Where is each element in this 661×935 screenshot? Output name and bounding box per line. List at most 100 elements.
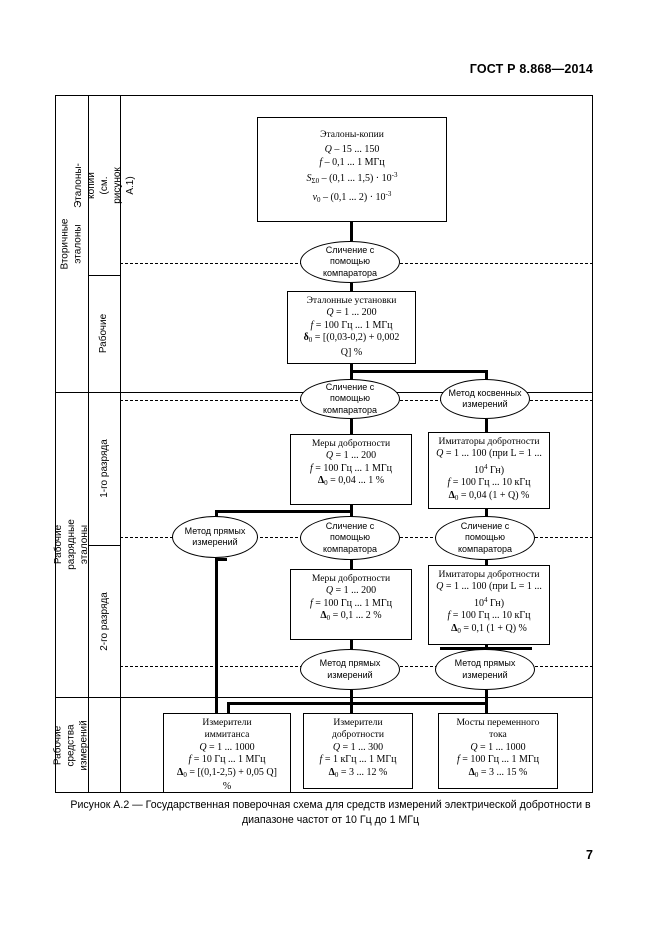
connector-mery2-to-direct2 — [350, 640, 353, 654]
side-label-rank-1: 1-го разряда — [98, 439, 110, 498]
node-title: Имитаторы добротности — [438, 569, 540, 580]
node-title-line1: Измерители — [333, 717, 383, 728]
node-line-delta: Δ0 = [(0,1-2,5) + 0,05 Q] — [177, 766, 277, 779]
ellipse-comparator-1[interactable]: Сличение с помощью компаратора — [300, 241, 400, 283]
document-standard-number: ГОСТ Р 8.868—2014 — [469, 62, 593, 76]
node-izmeriteli-immitansa[interactable]: Измерители иммитанса Q = 1 ... 1000 f = … — [163, 713, 291, 793]
node-line-q: Q = 1 ... 200 — [325, 450, 377, 462]
substratum-rule-2 — [88, 545, 120, 546]
node-line-delta: Δ0 = 0,1 (1 + Q) % — [451, 622, 527, 635]
node-line-q: Q = 1 ... 100 (при L = 1 ... — [436, 581, 542, 593]
node-title-line2: иммитанса — [204, 729, 250, 741]
node-mery-dobrotnosti-2[interactable]: Меры добротности Q = 1 ... 200 f = 100 Г… — [290, 569, 412, 640]
node-title: Эталоны-копии — [320, 129, 384, 140]
node-line-v: v0 ‒ (0,1 ... 2) · 10-3 — [312, 189, 392, 204]
node-title-line1: Измерители — [202, 717, 252, 728]
node-line-f: f = 100 Гц ... 1 МГц — [309, 597, 393, 609]
ellipse-label: Метод прямых измерений — [319, 658, 381, 680]
node-etalony-kopii[interactable]: Эталоны-копии Q Q ‒ 15 ... 150‒ 15 ... 1… — [257, 117, 447, 222]
node-imitatory-dobrotnosti-2[interactable]: Имитаторы добротности Q = 1 ... 100 (при… — [428, 565, 550, 645]
node-line-delta: Δ0 = 3 ... 12 % — [328, 766, 388, 779]
connector-top-to-comparator1 — [350, 222, 353, 241]
node-etalonnye-ustanovki[interactable]: Эталонные установки Q = 1 ... 200 f = 10… — [287, 291, 416, 364]
ellipse-comparator-2[interactable]: Сличение с помощью компаратора — [300, 379, 400, 419]
side-label-working-rank-standards: Рабочие разрядные эталоны — [53, 519, 90, 570]
connector-bus-to-mosty — [485, 702, 488, 713]
ellipse-comparator-3[interactable]: Сличение с помощью компаратора — [300, 516, 400, 560]
side-label-working-measuring-instruments: Рабочие средства измерений — [53, 719, 91, 771]
side-label-rank-2: 2-го разряда — [98, 591, 110, 651]
node-line-delta: Δ0 = 3 ... 15 % — [468, 766, 528, 779]
node-line-s: SΣ0 ‒ (0,1 ... 1,5) · 10-3 — [306, 171, 398, 186]
ellipse-label: Метод прямых измерений — [184, 525, 246, 548]
node-line-q: Q = 1 ... 200 — [326, 307, 377, 319]
node-title-line2: добротности — [332, 729, 384, 741]
verification-scheme-frame — [55, 95, 593, 793]
connector-indirect-to-imitatory1 — [485, 419, 488, 433]
connector-comparator2-to-mery1 — [350, 419, 353, 435]
node-line-f: f ‒ 0,1 ... 1 МГц — [319, 156, 385, 168]
node-izmeriteli-dobrotnosti[interactable]: Измерители добротности Q = 1 ... 300 f =… — [303, 713, 413, 789]
node-title: Эталонные установки — [306, 295, 397, 306]
side-label-copy-standards: Эталоны-копии (см. рисунок А.1) — [72, 162, 136, 208]
node-line-delta: Δ0 = 0,04 (1 + Q) % — [448, 489, 530, 502]
figure-caption: Рисунок А.2 — Государственная поверочная… — [70, 799, 591, 826]
ellipse-direct-method-3[interactable]: Метод прямых измерений — [435, 649, 535, 690]
node-line-f: f = 1 кГц ... 1 МГц — [319, 754, 397, 766]
node-line-delta: Δ0 = 0,04 ... 1 % — [317, 475, 385, 488]
node-line-q-cont: 104 Гн) — [473, 462, 505, 476]
node-imitatory-dobrotnosti-1[interactable]: Имитаторы добротности QQ = 1 ... 100 (пр… — [428, 432, 550, 509]
node-title: Меры добротности — [311, 573, 391, 584]
gutter-rule-inner — [120, 95, 121, 793]
node-line-q: Q = 1 ... 300 — [332, 741, 384, 753]
ellipse-label: Сличение с помощью компаратора — [323, 520, 377, 554]
ellipse-direct-method-1[interactable]: Метод прямых измерений — [172, 516, 258, 558]
connector-bus-to-indirect — [485, 370, 488, 381]
node-line-f: f = 10 Гц ... 1 МГц — [188, 754, 266, 766]
node-line-f: f = 100 Гц ... 1 МГц — [310, 319, 393, 331]
node-mery-dobrotnosti-1[interactable]: Меры добротности Q = 1 ... 200 f = 100 Г… — [290, 434, 412, 505]
node-mosty-peremennogo-toka[interactable]: Мосты переменного тока Q = 1 ... 1000 f … — [438, 713, 558, 789]
connector-comparator1-to-installations — [350, 283, 353, 292]
connector-mery1-down — [350, 505, 353, 523]
node-line-q: Q = 1 ... 1000 — [199, 741, 255, 753]
connector-comparator3-to-mery2 — [350, 560, 353, 570]
ellipse-label: Метод прямых измерений — [454, 658, 516, 680]
node-title: Имитаторы добротности — [438, 436, 540, 447]
ellipse-comparator-4[interactable]: Сличение с помощью компаратора — [435, 516, 535, 560]
page-number: 7 — [586, 848, 593, 862]
node-line-q-cont: 104 Гн) — [473, 595, 505, 609]
gutter-rule-outer — [88, 95, 89, 793]
node-line-f: f = 100 Гц ... 1 МГц — [456, 754, 540, 766]
stratum-rule-2 — [55, 697, 593, 698]
connector-direct1-jog — [215, 558, 227, 561]
node-line-delta-cont: % — [222, 781, 232, 793]
node-line-f: f = 100 Гц ... 10 кГц — [447, 610, 531, 622]
node-line-q: Q = 1 ... 200 — [325, 585, 377, 597]
node-line-delta: Δ0 = 0,1 ... 2 % — [320, 610, 382, 623]
ellipse-direct-method-2[interactable]: Метод прямых измерений — [300, 649, 400, 690]
bottom-bus — [227, 702, 486, 705]
node-line-f: f = 100 Гц ... 1 МГц — [309, 462, 393, 474]
connector-bus-to-izm-immitansa — [227, 702, 230, 713]
side-label-secondary-standards: Вторичные эталоны — [59, 218, 84, 269]
bus-mery1-left — [215, 510, 351, 513]
node-line-q: QQ = 1 ... 100 (при L = 1 ... = 1 ... 10… — [436, 448, 542, 460]
node-line-q: Q = 1 ... 1000 — [470, 741, 526, 753]
ellipse-indirect-method-1[interactable]: Метод косвенных измерений — [440, 379, 530, 419]
bus-installations-to-indirect — [350, 370, 486, 373]
ellipse-label: Сличение с помощью компаратора — [458, 520, 512, 554]
node-title: Меры добротности — [311, 438, 391, 449]
substratum-rule-1 — [88, 275, 120, 276]
connector-comparator4-to-imitatory2 — [485, 560, 488, 566]
ellipse-label: Метод косвенных измерений — [448, 387, 522, 410]
node-title-line2: тока — [489, 729, 507, 741]
side-label-working: Рабочие — [98, 313, 110, 354]
connector-direct1-long-down — [215, 560, 218, 713]
node-title-line1: Мосты переменного — [456, 717, 540, 728]
node-line-delta-cont: Q] % — [340, 346, 363, 358]
ellipse-label: Сличение с помощью компаратора — [323, 381, 377, 415]
node-line-f: f = 100 Гц ... 10 кГц — [447, 477, 531, 489]
node-line-delta: δ0 = [(0,03-0,2) + 0,002 — [303, 332, 400, 345]
connector-direct3-down — [485, 690, 488, 704]
